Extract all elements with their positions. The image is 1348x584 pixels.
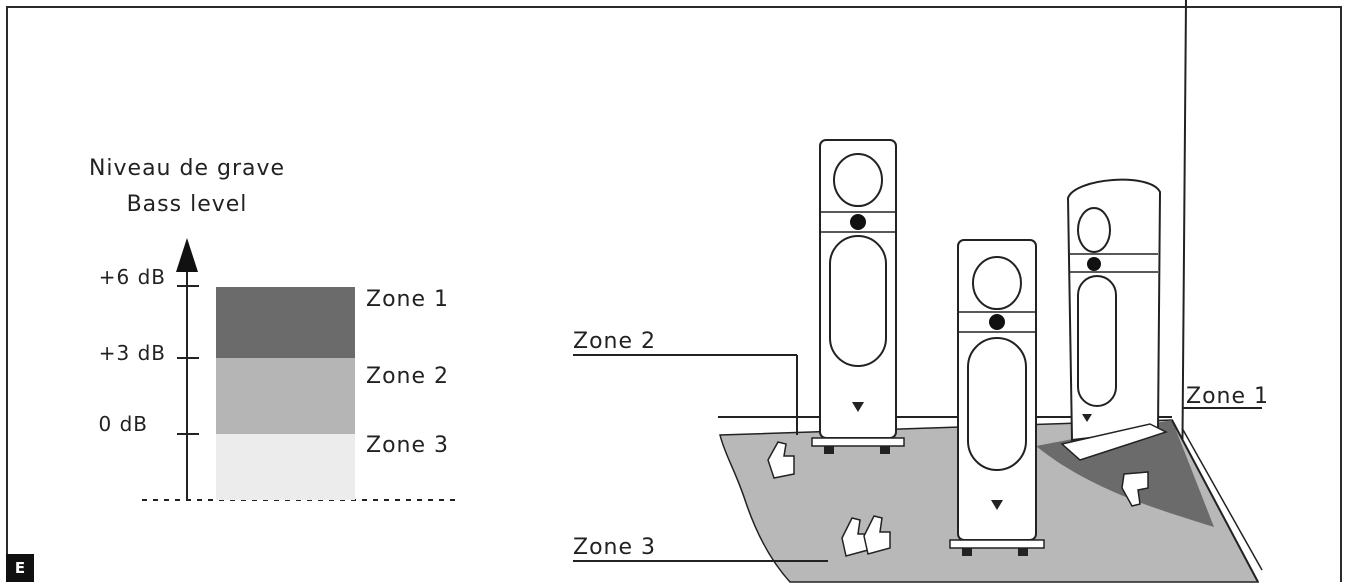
- figure-badge: E: [6, 554, 34, 582]
- thumbs-up-icon: [767, 441, 795, 479]
- y-axis-arrow: [176, 238, 198, 272]
- figure-frame: [6, 6, 1342, 582]
- double-thumbs-up-icon: [841, 515, 891, 557]
- room-zone-2-label: Zone 2: [573, 329, 656, 354]
- zone-3-bar: [216, 434, 355, 500]
- zone-3-label: Zone 3: [366, 433, 449, 458]
- zone-2-label: Zone 2: [366, 364, 449, 389]
- tick-label-3db: +3 dB: [99, 341, 166, 365]
- side-baseboard: [1181, 427, 1263, 571]
- room-zone-3-label: Zone 3: [573, 535, 656, 560]
- speaker-front-center: [949, 239, 1045, 556]
- speaker-back-left: [811, 139, 905, 454]
- room-zone-1-label: Zone 1: [1186, 384, 1269, 409]
- chart-title-fr: Niveau de grave: [89, 156, 285, 181]
- tick-label-0db: 0 dB: [99, 412, 149, 436]
- zone-1-label: Zone 1: [366, 287, 449, 312]
- tick-label-6db: +6 dB: [99, 265, 166, 289]
- wall-corner-line: [1181, 0, 1187, 501]
- thumbs-down-icon: [1121, 471, 1149, 507]
- zone-1-bar: [216, 287, 355, 358]
- chart-title-en: Bass level: [127, 192, 248, 217]
- side-wall-edge: [1171, 419, 1259, 583]
- zone-2-bar: [216, 358, 355, 434]
- speaker-back-right: [1060, 178, 1168, 461]
